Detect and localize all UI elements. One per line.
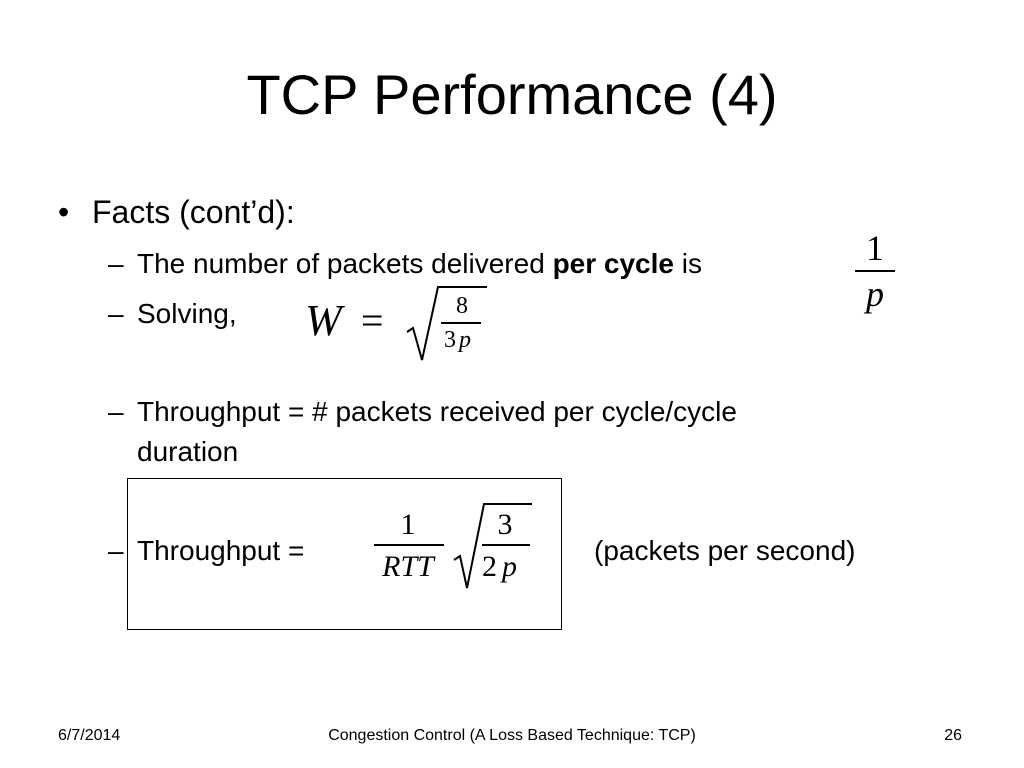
formula-box [127, 478, 562, 630]
fraction-bar [855, 270, 895, 272]
bullet-dot: • [58, 194, 70, 230]
bullet-facts-label: Facts (cont’d): [92, 194, 295, 230]
sqrt-symbol-icon [406, 286, 487, 361]
equals-sign: = [361, 298, 384, 343]
dash-marker: – [108, 248, 124, 279]
denominator-p: p [502, 550, 517, 583]
item1-prefix: The number of packets delivered [137, 248, 553, 279]
item-solving: – Solving, [108, 296, 237, 332]
fraction-one-over-p: 1 p [852, 228, 898, 318]
item2-label: Solving, [137, 298, 237, 329]
fraction-denominator: p [866, 274, 884, 314]
dash-marker: – [108, 535, 124, 566]
numerator-eight: 8 [456, 293, 468, 319]
dash-marker: – [108, 396, 124, 427]
equation-window-size: W = 8 3 p [305, 282, 495, 367]
item3-line2: duration [137, 436, 239, 467]
item-throughput-definition: – Throughput = # packets received per cy… [108, 394, 737, 467]
numerator-three: 3 [497, 508, 513, 541]
denominator-three: 3 [444, 327, 456, 353]
fraction-bar [374, 544, 444, 546]
denominator-rtt: RTT [382, 550, 434, 583]
denominator-two: 2 [482, 550, 497, 583]
fraction-numerator: 1 [866, 228, 884, 268]
slide-title: TCP Performance (4) [246, 63, 778, 126]
bullet-facts: • Facts (cont’d): [58, 192, 295, 232]
item4-label: Throughput = [137, 535, 305, 566]
item-throughput-formula: – Throughput = [108, 533, 304, 569]
numerator-one: 1 [400, 508, 416, 541]
fraction-bar [482, 544, 530, 546]
item1-bold: per cycle [552, 248, 674, 279]
dash-marker: – [108, 298, 124, 329]
footer-date: 6/7/2014 [58, 727, 121, 744]
var-w: W [305, 296, 342, 345]
units-note: (packets per second) [594, 535, 856, 566]
item-packets-per-cycle: – The number of packets delivered per cy… [108, 246, 702, 282]
item1-suffix: is [673, 248, 702, 279]
item3-line1: Throughput = # packets received per cycl… [137, 396, 737, 427]
equation-throughput: 1 RTT 3 2 p [372, 500, 537, 600]
footer-title: Congestion Control (A Loss Based Techniq… [328, 727, 696, 744]
slide-number: 26 [944, 727, 962, 744]
denominator-p: p [459, 327, 471, 353]
sqrt-symbol-icon [453, 503, 532, 589]
fraction-bar [441, 322, 481, 324]
